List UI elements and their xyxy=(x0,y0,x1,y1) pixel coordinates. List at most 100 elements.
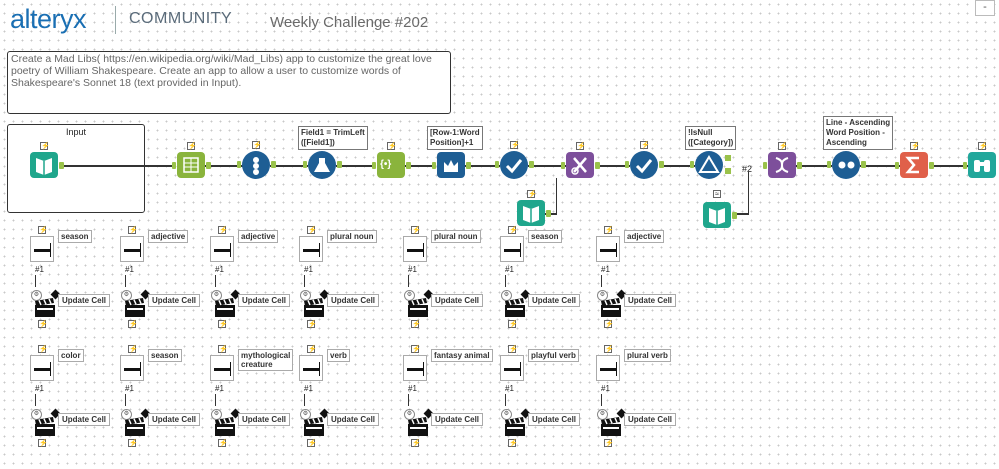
false-anchor[interactable] xyxy=(725,168,731,174)
output-anchor[interactable] xyxy=(797,162,802,169)
bolt-icon: ⚡ xyxy=(508,345,518,353)
action-tool[interactable] xyxy=(303,417,325,437)
text-box-question-tool[interactable] xyxy=(500,355,524,381)
action-tool[interactable] xyxy=(600,298,622,318)
text-box-question-tool[interactable] xyxy=(299,355,323,381)
select-tool[interactable]: ⚡ xyxy=(495,141,534,179)
join-multiple-tool[interactable]: ⚡ xyxy=(763,142,802,178)
action-tool[interactable] xyxy=(504,298,526,318)
action-tool[interactable] xyxy=(124,298,146,318)
text-box-question-tool[interactable] xyxy=(299,236,323,262)
connection-line xyxy=(659,165,695,167)
regex-tool[interactable]: ⚡ {•} xyxy=(372,142,411,178)
action-tool[interactable] xyxy=(600,417,622,437)
text-box-question-tool[interactable] xyxy=(596,355,620,381)
update-cell-label: Update Cell xyxy=(327,413,380,426)
input-data-tool[interactable]: ⚡ xyxy=(30,142,64,178)
join-tool[interactable]: ⚡ xyxy=(561,142,600,178)
book-icon xyxy=(523,206,539,223)
browse-tool[interactable]: ⚡ xyxy=(963,142,996,178)
action-tool[interactable] xyxy=(504,417,526,437)
connection-number: #1 xyxy=(304,384,313,393)
multi-row-formula-tool[interactable]: ⚡ xyxy=(432,142,471,178)
columns-icon xyxy=(183,157,199,173)
cursor-icon xyxy=(520,362,521,376)
output-anchor[interactable] xyxy=(732,212,737,219)
action-tool[interactable] xyxy=(34,417,56,437)
connection-number: #1 xyxy=(215,265,224,274)
text-box-question-tool[interactable] xyxy=(596,236,620,262)
question-label: adjective xyxy=(238,230,279,243)
connection-line xyxy=(215,394,216,406)
action-tool[interactable] xyxy=(407,298,429,318)
gear-icon: ⚙ xyxy=(31,409,42,420)
input-anchor[interactable] xyxy=(827,161,831,168)
input-anchor[interactable] xyxy=(495,161,499,168)
input-anchor[interactable] xyxy=(963,162,967,169)
bolt-icon: ⚡ xyxy=(640,141,650,149)
output-anchor[interactable] xyxy=(529,161,534,168)
text-box-question-tool[interactable] xyxy=(210,355,234,381)
action-tool[interactable] xyxy=(407,417,429,437)
input-anchor[interactable] xyxy=(237,161,241,168)
output-anchor[interactable] xyxy=(546,210,551,217)
filter-tool[interactable]: ⚡ xyxy=(690,141,731,179)
flask-icon xyxy=(314,158,330,172)
input-anchor[interactable] xyxy=(303,161,307,168)
input-anchor[interactable] xyxy=(690,161,694,168)
output-anchor[interactable] xyxy=(659,161,664,168)
input-anchor[interactable] xyxy=(561,162,565,169)
action-tool[interactable] xyxy=(34,298,56,318)
text-box-question-tool[interactable] xyxy=(120,236,144,262)
text-box-question-tool[interactable] xyxy=(210,236,234,262)
output-anchor[interactable] xyxy=(206,162,211,169)
input-container[interactable]: Input xyxy=(7,124,145,213)
cursor-icon xyxy=(140,362,141,376)
input-anchor[interactable] xyxy=(763,162,767,169)
output-anchor[interactable] xyxy=(59,162,64,169)
output-anchor[interactable] xyxy=(595,162,600,169)
text-box-question-tool[interactable] xyxy=(30,236,54,262)
text-to-columns-tool[interactable]: ⚡ xyxy=(172,142,211,178)
update-cell-label: Update Cell xyxy=(624,413,677,426)
text-box-question-tool[interactable] xyxy=(403,355,427,381)
output-anchor[interactable] xyxy=(929,162,934,169)
sort-tool[interactable]: ⚡ xyxy=(827,141,866,179)
action-tool[interactable] xyxy=(214,298,236,318)
true-anchor[interactable] xyxy=(725,155,731,161)
output-anchor[interactable] xyxy=(861,161,866,168)
output-anchor[interactable] xyxy=(466,162,471,169)
action-tool[interactable] xyxy=(124,417,146,437)
record-id-tool[interactable]: ⚡ xyxy=(237,141,276,179)
select-tool-2[interactable]: ⚡ xyxy=(625,141,664,179)
bolt-icon: ⚡ xyxy=(910,142,920,150)
output-anchor[interactable] xyxy=(337,161,342,168)
input-anchor[interactable] xyxy=(432,162,436,169)
formula-tool[interactable]: ⚡ xyxy=(303,141,342,179)
minimize-button[interactable]: - xyxy=(975,0,995,16)
text-box-question-tool[interactable] xyxy=(120,355,144,381)
connection-line xyxy=(408,275,409,287)
output-anchor[interactable] xyxy=(406,162,411,169)
text-input-tool-2[interactable]: ≈ xyxy=(703,190,737,228)
input-anchor[interactable] xyxy=(625,161,629,168)
action-tool[interactable] xyxy=(214,417,236,437)
filter-triangle-icon xyxy=(698,155,720,173)
output-anchor[interactable] xyxy=(271,161,276,168)
bolt-icon: ⚡ xyxy=(508,439,518,447)
text-input-tool[interactable]: ⚡ xyxy=(517,190,551,226)
connection-line xyxy=(60,165,175,167)
input-anchor[interactable] xyxy=(895,162,899,169)
clapperboard-icon xyxy=(215,417,235,436)
action-tool[interactable] xyxy=(303,298,325,318)
clapperboard-icon xyxy=(505,298,525,317)
connection-line xyxy=(930,165,968,167)
connection-line xyxy=(304,275,305,287)
text-box-question-tool[interactable] xyxy=(403,236,427,262)
text-box-question-tool[interactable] xyxy=(500,236,524,262)
input-anchor[interactable] xyxy=(172,162,176,169)
summarize-tool[interactable]: ⚡ xyxy=(895,142,934,178)
input-anchor[interactable] xyxy=(372,162,376,169)
text-box-question-tool[interactable] xyxy=(30,355,54,381)
description-comment[interactable]: Create a Mad Libs( https://en.wikipedia.… xyxy=(7,51,451,114)
